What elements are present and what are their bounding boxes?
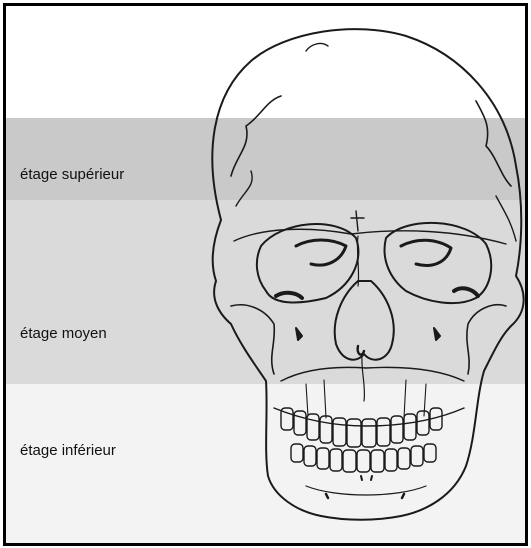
skull-illustration <box>6 6 525 543</box>
nasal-cavity <box>335 281 394 360</box>
label-etage-moyen: étage moyen <box>20 325 107 342</box>
label-etage-superieur: étage supérieur <box>20 166 124 183</box>
diagram-frame: étage supérieur étage moyen étage inféri… <box>3 3 528 546</box>
upper-teeth <box>274 408 464 447</box>
lower-teeth <box>291 444 436 472</box>
left-orbit <box>257 224 358 302</box>
label-etage-inferieur: étage inférieur <box>20 442 116 459</box>
